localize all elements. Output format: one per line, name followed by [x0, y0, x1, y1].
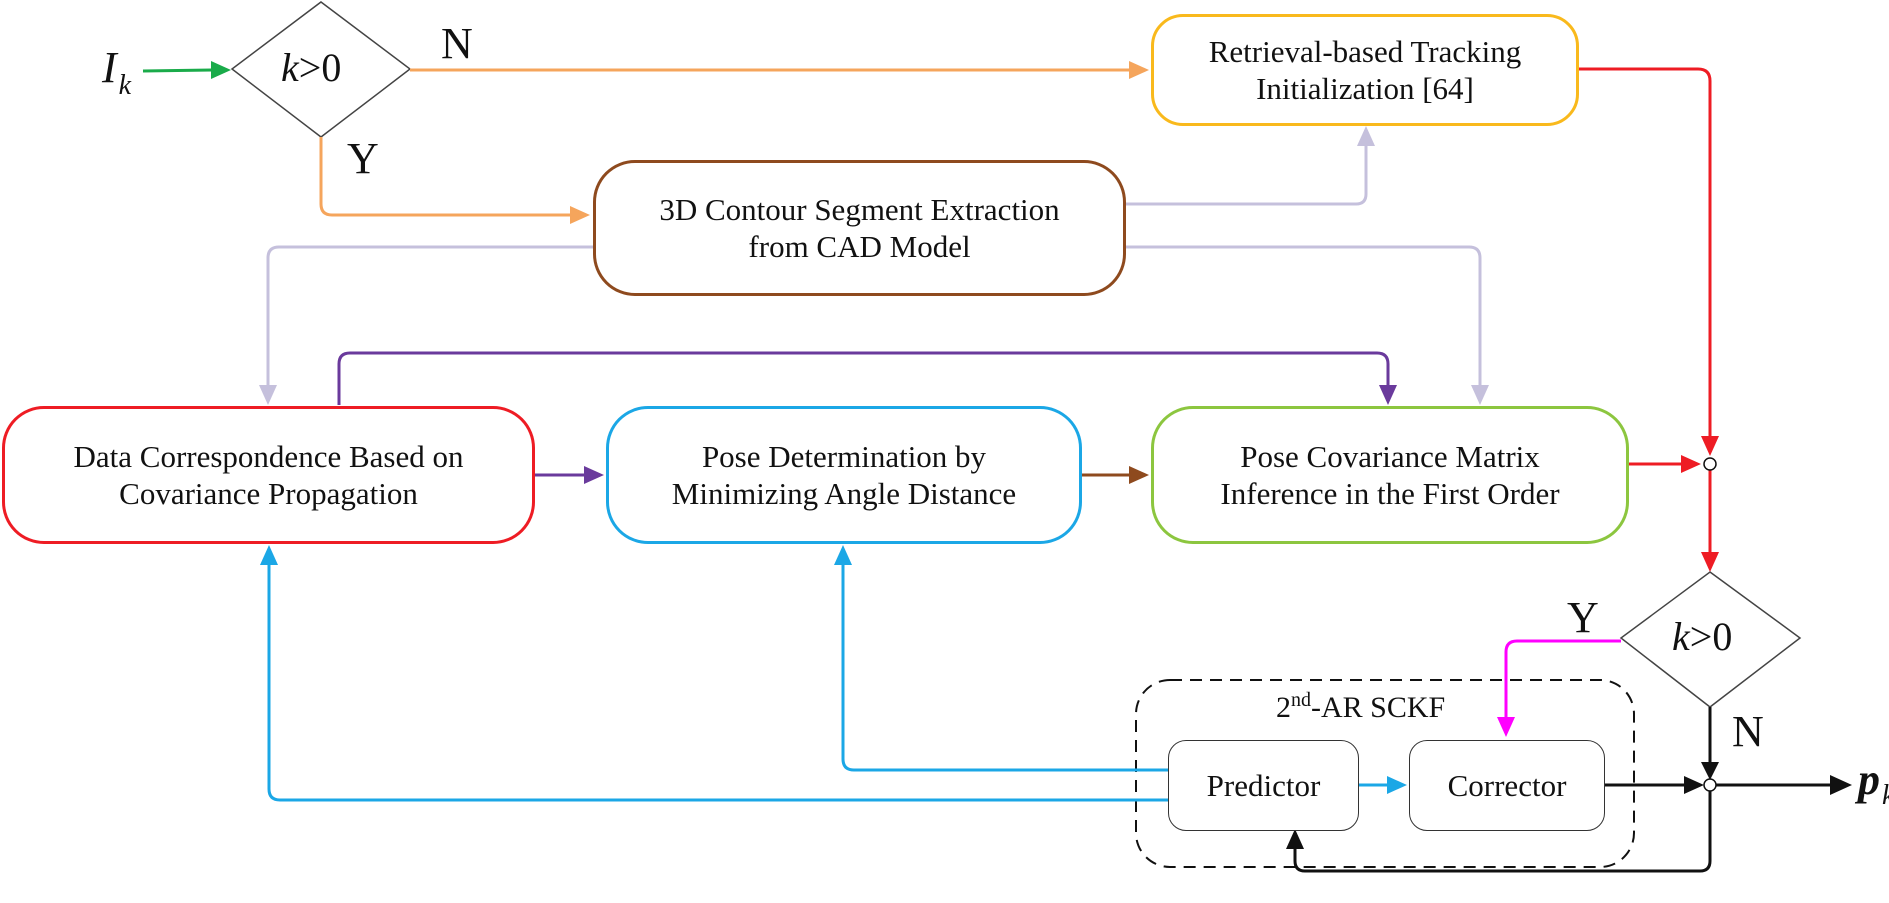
edge-extraction-covariance	[1126, 245, 1482, 388]
node-covariance-inference-line1: Pose Covariance Matrix	[1240, 439, 1540, 474]
junction-lower	[1703, 778, 1717, 792]
node-corrector-label: Corrector	[1447, 768, 1567, 803]
node-extraction-line2: from CAD Model	[748, 229, 971, 264]
edge-input	[142, 68, 213, 73]
edge-extraction-retrieval	[1126, 143, 1368, 206]
edge-feedback-head	[1286, 829, 1304, 849]
edge-feedback	[1293, 791, 1712, 873]
node-retrieval: Retrieval-based Tracking Initialization …	[1151, 14, 1579, 126]
input-label-main: I	[102, 43, 117, 92]
branch-label-bottom-no: N	[1732, 707, 1764, 756]
decision-top-label: k>0	[281, 44, 341, 92]
node-correspondence: Data Correspondence Based on Covariance …	[2, 406, 535, 544]
edge-bottom-no-head	[1701, 762, 1719, 780]
decision-bottom-rest: >0	[1689, 614, 1733, 659]
output-label-main: p	[1858, 755, 1880, 804]
node-covariance-inference: Pose Covariance Matrix Inference in the …	[1151, 406, 1629, 544]
edge-extraction-correspondence-head	[259, 385, 277, 405]
edge-input-head	[211, 61, 231, 79]
node-predictor-label: Predictor	[1206, 768, 1321, 803]
edge-junction-decision-head	[1701, 552, 1719, 572]
node-retrieval-line2: Initialization [64]	[1256, 71, 1474, 106]
edge-bottom-yes	[1504, 639, 1621, 718]
edge-extraction-correspondence	[266, 245, 593, 388]
node-correspondence-line2: Covariance Propagation	[119, 476, 418, 511]
sckf-title-prefix: 2	[1276, 691, 1291, 724]
junction-upper	[1703, 457, 1717, 471]
branch-label-bottom-yes: Y	[1567, 593, 1599, 642]
decision-top-rest: >0	[298, 45, 342, 90]
edge-output-head	[1830, 775, 1852, 795]
edge-corrector-junction-head	[1684, 776, 1704, 794]
edge-top-no-head	[1129, 61, 1149, 79]
node-retrieval-line1: Retrieval-based Tracking	[1208, 34, 1522, 69]
edge-retrieval-junction-head	[1701, 436, 1719, 456]
edge-covariance-junction-head	[1681, 455, 1701, 473]
edge-retrieval-junction	[1579, 67, 1712, 438]
sckf-group-title: 2nd-AR SCKF	[1276, 689, 1446, 725]
edge-extraction-retrieval-head	[1357, 126, 1375, 146]
edge-predictor-pose-head	[834, 545, 852, 565]
node-extraction: 3D Contour Segment Extraction from CAD M…	[593, 160, 1126, 296]
input-label: Ik	[102, 43, 132, 102]
edge-predictor-pose	[841, 564, 1168, 772]
node-pose-determination-line1: Pose Determination by	[701, 439, 987, 474]
edge-extraction-covariance-head	[1471, 385, 1489, 405]
node-correspondence-line1: Data Correspondence Based on	[73, 439, 464, 474]
node-pose-determination-line2: Minimizing Angle Distance	[671, 476, 1017, 511]
edge-predictor-corrector-head	[1387, 776, 1407, 794]
edge-correspondence-covariance	[337, 351, 1390, 405]
edge-predictor-correspondence-head	[260, 545, 278, 565]
input-label-sub: k	[118, 70, 132, 101]
node-pose-determination: Pose Determination by Minimizing Angle D…	[606, 406, 1082, 544]
sckf-title-sup: nd	[1291, 689, 1311, 711]
edge-top-yes	[319, 137, 572, 217]
node-corrector: Corrector	[1409, 740, 1605, 831]
edge-predictor-correspondence	[267, 564, 1168, 802]
decision-bottom-label: k>0	[1672, 613, 1732, 661]
decision-bottom-var: k	[1672, 614, 1690, 659]
sckf-group-frame	[1135, 679, 1635, 868]
branch-label-top-yes: Y	[347, 134, 379, 183]
edge-top-yes-head	[570, 206, 590, 224]
sckf-title-suffix: -AR SCKF	[1311, 691, 1446, 724]
node-predictor: Predictor	[1168, 740, 1359, 831]
output-label: pk	[1858, 755, 1889, 812]
node-extraction-line1: 3D Contour Segment Extraction	[659, 192, 1060, 227]
edge-correspondence-covariance-head	[1379, 385, 1397, 405]
edge-bottom-yes-head	[1497, 717, 1515, 737]
edge-correspondence-pose-head	[584, 466, 604, 484]
edge-pose-covariance-head	[1129, 466, 1149, 484]
decision-top-var: k	[281, 45, 299, 90]
branch-label-top-no: N	[441, 19, 473, 68]
node-covariance-inference-line2: Inference in the First Order	[1220, 476, 1560, 511]
output-label-sub: k	[1882, 780, 1889, 811]
